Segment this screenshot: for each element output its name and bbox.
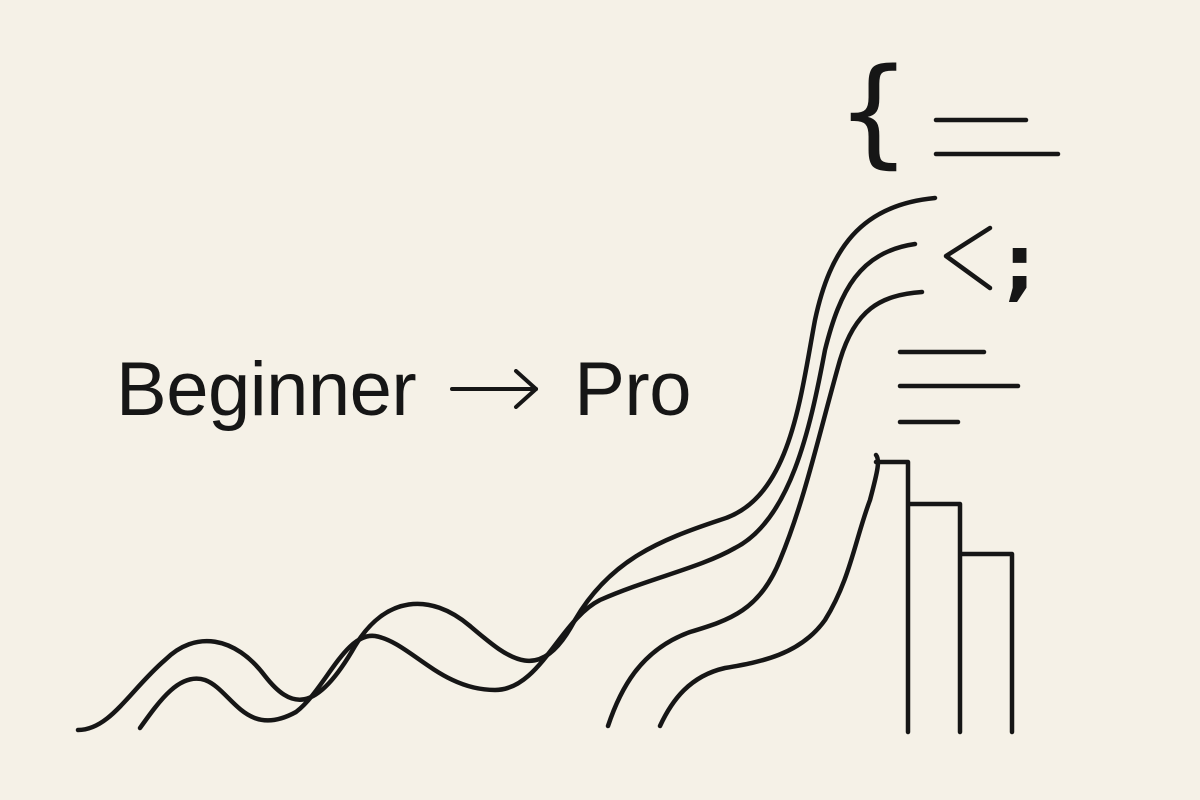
headline-start: Beginner: [116, 346, 417, 432]
curly-brace-glyph: {: [838, 42, 910, 180]
headline-end: Pro: [574, 346, 692, 432]
wave-line-2: [137, 241, 918, 731]
text-lines-icon: [897, 349, 1021, 425]
wave-line-3: [605, 289, 925, 729]
semicolon-glyph: ;: [1004, 220, 1036, 310]
wave-line-4: [657, 452, 881, 729]
right-arrow-icon: [450, 369, 539, 409]
less-than-icon: [943, 225, 993, 291]
headline: Beginner Pro: [116, 344, 692, 434]
wave-line-1: [75, 195, 938, 733]
bar-steps-icon: [873, 459, 1015, 735]
